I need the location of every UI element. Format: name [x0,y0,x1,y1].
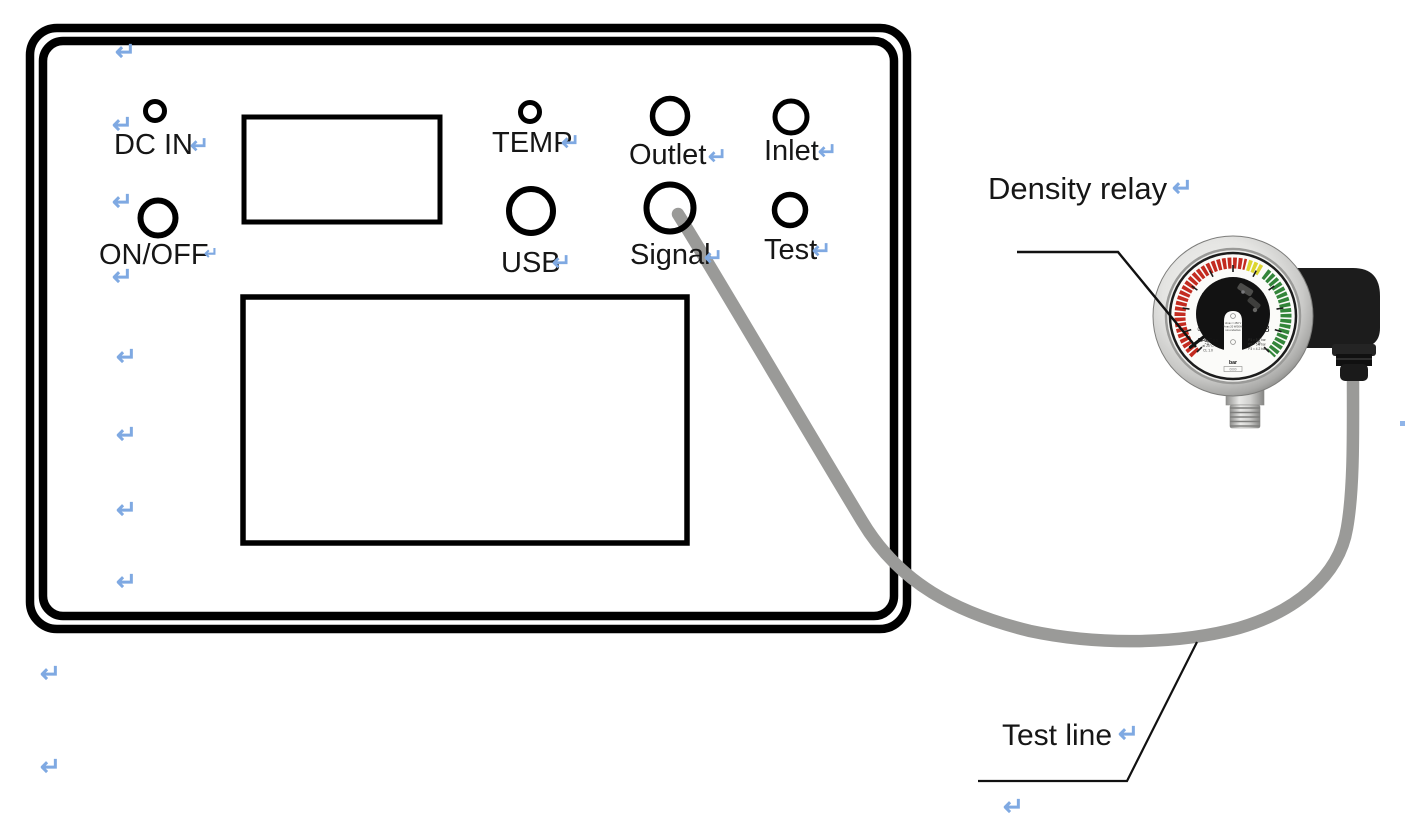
scale-arc-yellow [1245,259,1264,276]
port-temp-label: TEMP [492,127,573,159]
scale-number: 9 [1257,341,1260,347]
gauge-fitting [1225,385,1265,429]
paragraph-mark: ↵ [561,129,581,155]
paragraph-mark: ↵ [818,138,838,164]
setpoint-2: P2 = 5.0 bar [1248,343,1266,347]
port-inlet-label: Inlet [764,135,819,167]
paragraph-mark: ↵ [112,263,133,291]
paragraph-mark: ↵ [116,343,137,371]
ref-temp-label: at 20°C [1202,344,1214,348]
paragraph-mark: ↵ [1003,793,1024,821]
unit-label: bar [1229,360,1237,366]
gauge-ticks [1182,265,1284,353]
paragraph-mark: ↵ [704,244,724,270]
column-screw-bottom [1230,339,1236,345]
port-dc-in-circle [143,99,167,123]
paragraph-mark: ↵ [112,188,133,216]
test-line-label: Test line [1002,719,1113,752]
paragraph-mark: ↵ [190,132,210,158]
class-label: CL 1.0 [1203,349,1213,353]
paragraph-mark: ↵ [40,660,61,688]
port-on-off-label: ON/OFF [99,239,209,271]
paragraph-mark: ↵ [1118,720,1139,748]
port-test-circle [771,191,809,229]
gas-label: SF6 Gas [1198,338,1219,344]
port-signal-label: Signal [630,239,711,271]
serial-label: 0000 [1229,368,1236,372]
port-inlet-circle [772,98,810,136]
port-usb-circle [506,186,556,236]
leader-line-test-line [978,641,1198,783]
port-usb-label: USB [501,247,561,279]
paragraph-mark: ↵ [116,496,137,524]
stray-mark [1400,421,1405,426]
paragraph-mark: ↵ [552,249,572,275]
rating-text: Umax = 250 V [1225,321,1242,325]
port-on-off-circle [137,197,179,239]
port-signal-circle [643,181,697,235]
paragraph-mark: ↵ [812,237,832,263]
gauge-mechanism [1237,283,1261,313]
paragraph-mark: ↵ [40,753,61,781]
port-outlet-circle [649,95,691,137]
paragraph-mark: ↵ [1172,174,1193,202]
density-relay-label: Density relay [988,171,1168,206]
gauge-center-column [1224,311,1242,356]
paragraph-mark: ↵ [115,38,136,66]
test-line-cable [671,207,1360,648]
scale-arc-red [1174,257,1248,358]
indicator-display [241,114,443,225]
paragraph-mark: ↵ [708,143,728,169]
paragraph-mark: ↵ [204,244,219,263]
main-display [240,294,690,546]
scale-number: 0 [1197,327,1200,333]
paragraph-mark: ↵ [112,111,133,139]
port-test-label: Test [764,234,818,266]
setpoint-3: P3 = 4.2 bar [1248,347,1266,351]
port-temp-circle [518,100,542,124]
port-outlet-label: Outlet [629,139,707,171]
column-screw-top [1230,313,1236,319]
scale-number: 8 [1264,324,1269,334]
scale-number: -1 [1205,341,1210,347]
tester-panel [25,23,912,634]
port-dc-in-label: DC IN [114,129,193,161]
paragraph-mark: ↵ [116,421,137,449]
scale-arc-green [1261,269,1292,358]
leader-line-density-relay [1017,250,1197,348]
density-relay-gauge: -1 0 2 4 6 8 9 [1152,235,1380,429]
gauge-dial-text: Umax = 250 V Pmax 20 W/50Hz non-inductiv… [1198,321,1267,372]
paragraph-mark: ↵ [116,568,137,596]
panel-inner-outline [38,36,899,621]
rating-text: non-inductive [1225,328,1241,332]
rating-text: Pmax 20 W/50Hz [1223,325,1244,329]
setpoint-1: P1 = 5.2 bar [1248,338,1266,342]
